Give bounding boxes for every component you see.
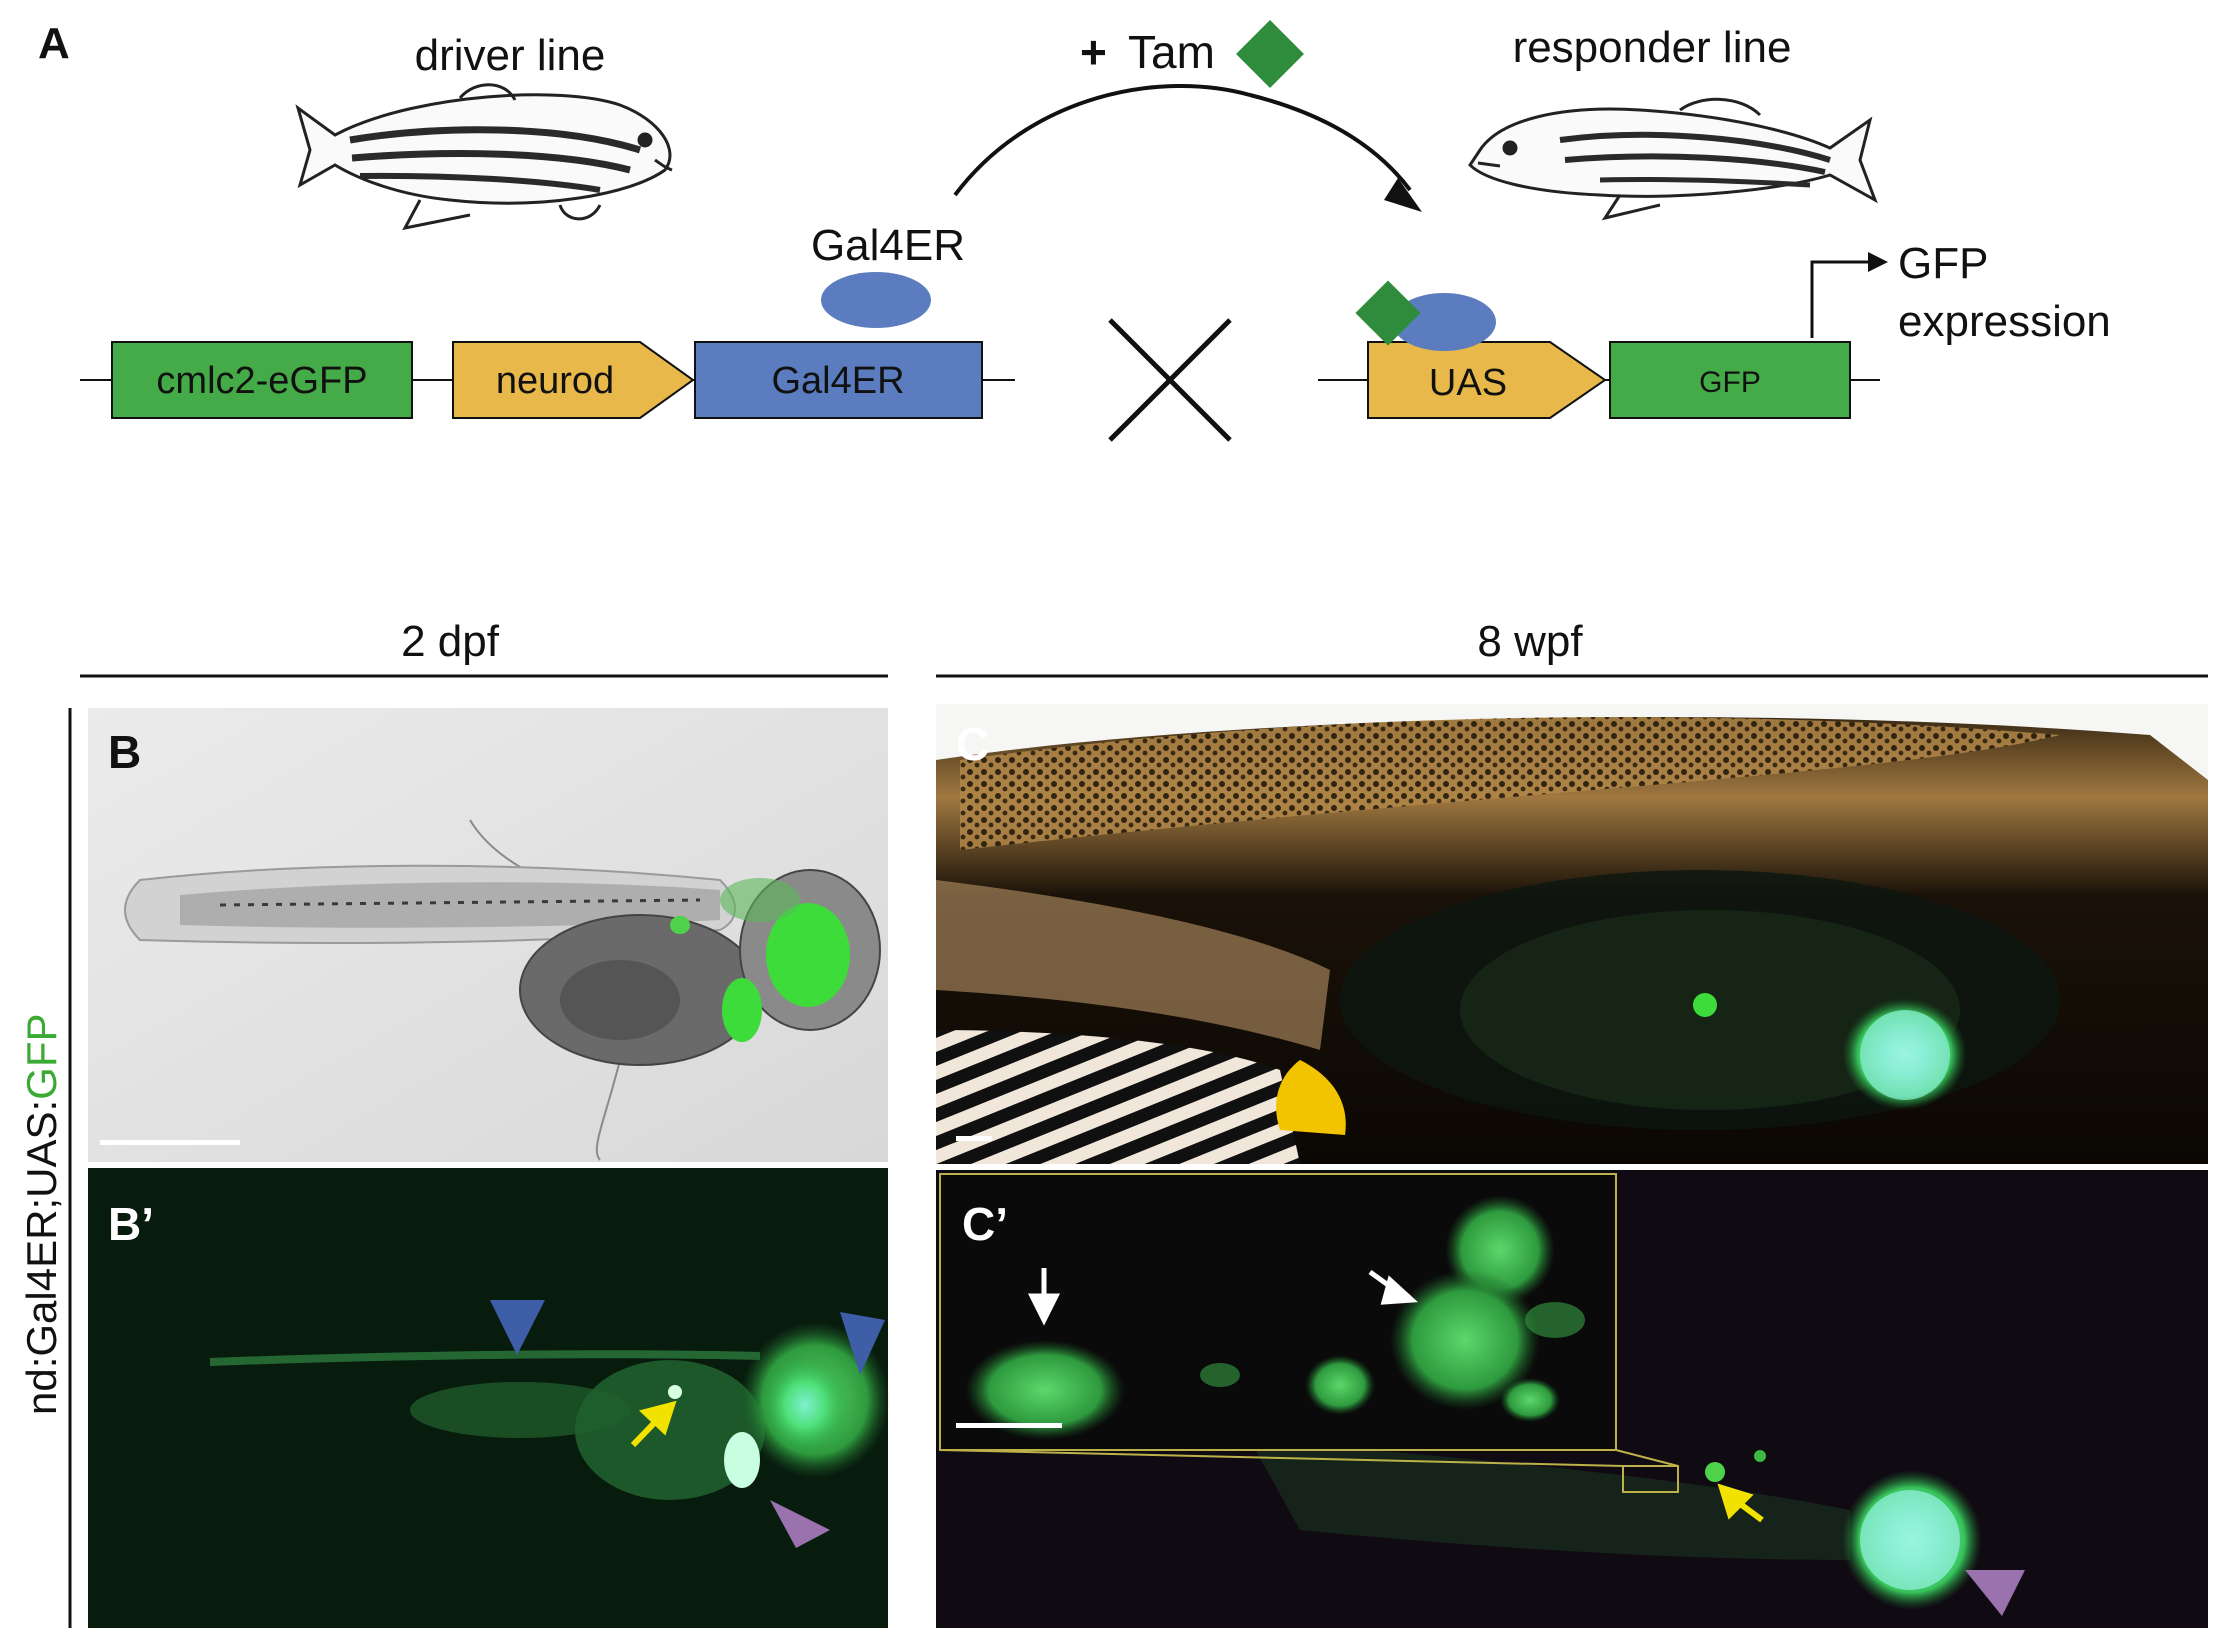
- inset-neuromast-left: [965, 1340, 1125, 1440]
- adult-fish-striped-fin: [936, 1030, 1300, 1164]
- yellow-arrow-c-prime-icon: [1717, 1483, 1764, 1523]
- gal4er-protein-label: Gal4ER: [811, 221, 965, 270]
- genotype-reporter: GFP: [18, 1014, 65, 1100]
- construct-gfp-label: GFP: [1699, 366, 1761, 399]
- genotype-label: nd:Gal4ER;UAS:GFP: [18, 1014, 65, 1416]
- construct-neurod: [452, 341, 695, 419]
- inset-source-box: [1622, 1465, 1679, 1493]
- curved-arrow: [953, 84, 1412, 197]
- construct-uas-label: UAS: [1429, 362, 1507, 404]
- adult-fish-yellow-fin: [1276, 1060, 1346, 1135]
- inset-neuromast-right: [1390, 1270, 1540, 1410]
- panel-b: B: [88, 708, 888, 1162]
- timepoint-8wpf: 8 wpf: [1477, 617, 1583, 666]
- expression-arrow: [1810, 260, 1872, 338]
- construct-cmlc2-egfp-label: cmlc2-eGFP: [156, 360, 367, 402]
- curved-arrow-head-icon: [1384, 178, 1422, 212]
- cross-icon: [1108, 318, 1232, 442]
- scale-bar-c: [956, 1136, 992, 1141]
- embryo-eye-gfp: [766, 903, 850, 1007]
- panel-a-letter: A: [38, 19, 70, 68]
- scale-bar-c-prime: [956, 1423, 1062, 1428]
- blue-arrowhead-head-icon: [840, 1312, 885, 1375]
- gal4er-protein-ellipse: [821, 272, 931, 328]
- inset-white-arrow-left-icon: [1027, 1268, 1061, 1326]
- timepoint-2dpf: 2 dpf: [401, 617, 500, 666]
- embryo-heart-gfp: [722, 978, 762, 1042]
- purple-arrowhead-c-prime-icon: [1965, 1570, 2025, 1616]
- panel-b-prime-letter: Bʼ: [108, 1198, 154, 1250]
- construct-neurod-label: neurod: [496, 360, 614, 402]
- tamoxifen-diamond-icon: [1236, 20, 1304, 88]
- gfp-expression-line1: GFP: [1898, 239, 1988, 288]
- inset-white-arrow-right-icon: [1368, 1269, 1419, 1305]
- purple-arrowhead-heart-icon: [770, 1500, 830, 1548]
- construct-cmlc2-egfp: [111, 341, 413, 419]
- blue-arrowhead-spinal-icon: [490, 1300, 545, 1355]
- plus-sign: +: [1080, 26, 1107, 78]
- scale-bar-b: [100, 1140, 240, 1145]
- fluorescent-heart: [724, 1432, 760, 1488]
- fluorescent-eye: [760, 1355, 850, 1455]
- construct-uas: [1367, 341, 1607, 419]
- panel-c-prime: Cʼ: [936, 1170, 2208, 1628]
- driver-line-label: driver line: [415, 31, 606, 80]
- panel-c-letter: C: [956, 718, 989, 770]
- bound-tamoxifen-diamond-icon: [1355, 280, 1421, 346]
- fluorescent-yolk: [575, 1360, 765, 1500]
- yellow-arrow-icon: [630, 1400, 677, 1448]
- construct-gfp: [1609, 341, 1851, 419]
- panel-c: C: [936, 704, 2208, 1164]
- bound-gal4er-ellipse: [1392, 293, 1496, 351]
- driver-fish-drawing: [295, 83, 673, 231]
- responder-line-label: responder line: [1513, 23, 1792, 72]
- genotype-prefix: nd:Gal4ER;UAS:: [18, 1100, 65, 1415]
- panel-c-prime-letter: Cʼ: [962, 1198, 1008, 1250]
- responder-fish-drawing: [1468, 97, 1878, 221]
- expression-arrow-head-icon: [1868, 252, 1888, 272]
- panel-b-letter: B: [108, 726, 141, 778]
- tamoxifen-label: Tam: [1128, 26, 1215, 78]
- panel-a: A driver line responder line +: [38, 19, 2111, 442]
- panel-b-prime: Bʼ: [88, 1168, 890, 1628]
- construct-gal4er: [694, 341, 983, 419]
- construct-gal4er-label: Gal4ER: [771, 360, 904, 402]
- gfp-expression-line2: expression: [1898, 297, 2111, 346]
